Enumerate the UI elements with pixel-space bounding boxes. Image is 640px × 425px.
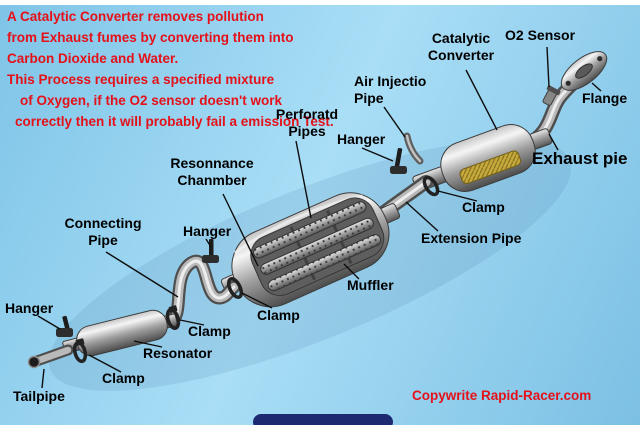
- label-air-injection-pipe: Air Injectio Pipe: [354, 73, 427, 106]
- label-muffler: Muffler: [347, 277, 394, 293]
- clamp-tailpipe-part: [72, 338, 88, 364]
- label-catalytic-converter: Catalytic Converter: [427, 30, 495, 63]
- o2-sensor-part: [542, 85, 561, 106]
- clamp-converter-inlet-part: [422, 175, 440, 197]
- note-line: correctly then it will probably fail a e…: [15, 114, 334, 129]
- catalytic-converter-part: [412, 124, 553, 192]
- bottom-bar: [253, 414, 393, 425]
- label-perforated-pipes: Perforatd Pipes: [275, 106, 339, 139]
- air-injection-pipe-part: [403, 132, 424, 165]
- label-extension-pipe: Extension Pipe: [421, 230, 522, 246]
- label-clamp-right: Clamp: [462, 199, 505, 215]
- label-exhaust-pipe: Exhaust pie: [532, 149, 628, 168]
- label-hanger-middle: Hanger: [183, 223, 232, 239]
- note-line: of Oxygen, if the O2 sensor doesn't work: [20, 93, 283, 108]
- top-white-strip: [0, 0, 640, 5]
- note-line: from Exhaust fumes by converting them in…: [7, 30, 294, 45]
- hanger-middle-part: [202, 239, 219, 263]
- label-clamp-tailpipe: Clamp: [102, 370, 145, 386]
- label-hanger-left: Hanger: [5, 300, 54, 316]
- connecting-pipe-part: [165, 254, 241, 327]
- catalytic-converter-note: A Catalytic Converter removes pollution …: [7, 6, 334, 132]
- label-resonator: Resonator: [143, 345, 213, 361]
- hanger-top-part: [390, 147, 407, 174]
- label-o2-sensor: O2 Sensor: [505, 27, 576, 43]
- muffler-part: [220, 192, 401, 308]
- note-line: Carbon Dioxide and Water.: [7, 51, 179, 66]
- note-line: A Catalytic Converter removes pollution: [7, 9, 264, 24]
- hanger-left-part: [56, 315, 73, 337]
- credit-text: Copywrite Rapid-Racer.com: [412, 388, 592, 403]
- label-flange: Flange: [582, 90, 628, 106]
- label-connecting-pipe: Connecting Pipe: [64, 215, 142, 248]
- label-hanger-top: Hanger: [337, 131, 386, 147]
- label-clamp-muffler: Clamp: [257, 307, 300, 323]
- tailpipe-part: [27, 344, 74, 369]
- label-resonance-chamber: Resonnance Chanmber: [170, 155, 254, 188]
- label-clamp-mid-left: Clamp: [188, 323, 231, 339]
- note-line: This Process requires a specified mixtur…: [7, 72, 275, 87]
- leader-lines: [37, 46, 602, 389]
- clamp-muffler-inlet-part: [226, 276, 244, 300]
- perforated-pipes-part: [253, 201, 382, 292]
- clamp-resonator-outlet-part: [165, 305, 181, 330]
- label-tailpipe: Tailpipe: [13, 388, 65, 404]
- flange-part: [560, 51, 608, 91]
